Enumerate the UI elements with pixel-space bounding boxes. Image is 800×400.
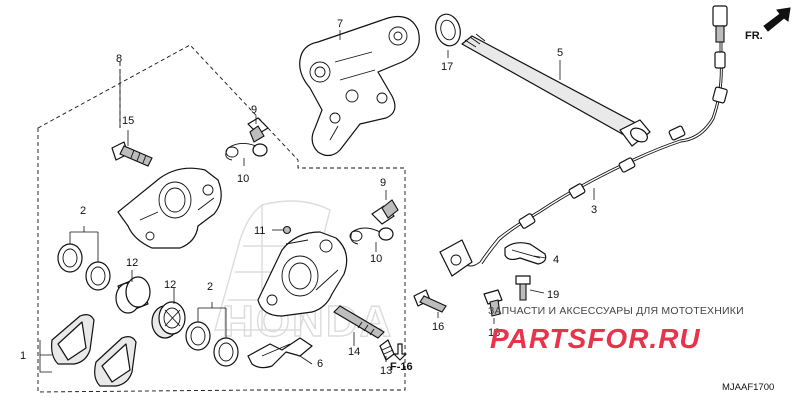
reference-label: F-16 [390, 361, 413, 373]
bolt-15 [111, 141, 153, 167]
axle-shaft [461, 33, 651, 147]
bolt-16 [413, 289, 447, 313]
callout-15: 15 [122, 115, 134, 127]
diagram-code: MJAAF1700 [722, 382, 774, 393]
callout-3: 3 [591, 204, 597, 216]
callout-10-lower: 10 [370, 253, 382, 265]
caliper-piston-b [151, 301, 186, 339]
callout-5: 5 [557, 47, 563, 59]
bleeder-valve-lower [371, 199, 399, 225]
watermark-caption: ЗАПЧАСТИ И АКСЕССУАРЫ ДЛЯ МОТОТЕХНИКИ [488, 305, 744, 317]
direction-arrow-icon [763, 7, 791, 32]
callout-7: 7 [337, 18, 343, 30]
caliper-piston-a [115, 276, 151, 314]
leader-lines [39, 30, 595, 373]
pad-spring [247, 337, 313, 369]
callout-13: 13 [380, 365, 392, 377]
caliper-body-upper [117, 167, 222, 249]
callout-9-lower: 9 [380, 177, 386, 189]
callout-2-right: 2 [207, 281, 213, 293]
callout-8: 8 [116, 53, 122, 65]
piston-seals-right [185, 302, 239, 367]
watermark-brand: PARTSFOR.RU [490, 323, 701, 354]
callout-12-b: 12 [164, 279, 176, 291]
bleeder-cap-upper [225, 143, 268, 161]
bolt-19 [515, 275, 531, 301]
direction-label: FR. [745, 30, 763, 42]
callout-11: 11 [254, 225, 265, 237]
front-direction-indicator: FR. [745, 7, 791, 42]
callout-14: 14 [348, 346, 360, 358]
washer-17 [435, 13, 461, 47]
wire-clamp [504, 242, 547, 265]
callout-16: 16 [432, 321, 444, 333]
callout-19: 19 [547, 289, 559, 301]
bolt-18 [483, 289, 503, 317]
callout-17: 17 [441, 61, 453, 73]
bleeder-cap-lower [349, 227, 394, 245]
reference-f16: F-16 [390, 343, 413, 373]
sensor-wire [439, 5, 728, 277]
callout-4: 4 [553, 254, 559, 266]
callout-10-upper: 10 [237, 173, 249, 185]
caliper-bracket [299, 15, 420, 157]
callout-6: 6 [317, 358, 323, 370]
bleeder-valve-upper [247, 117, 269, 143]
brake-pads [51, 314, 137, 387]
piston-seals-left [57, 226, 111, 291]
callout-9-upper: 9 [251, 104, 257, 116]
pin-11 [282, 225, 292, 235]
callout-12-a: 12 [126, 257, 138, 269]
caliper-body-main [257, 231, 348, 317]
slide-pin-14 [333, 305, 385, 339]
callout-2-left: 2 [80, 205, 86, 217]
callout-1: 1 [20, 350, 26, 362]
callout-18: 18 [488, 327, 500, 339]
partsfor-watermark: ЗАПЧАСТИ И АКСЕССУАРЫ ДЛЯ МОТОТЕХНИКИ PA… [488, 305, 744, 354]
